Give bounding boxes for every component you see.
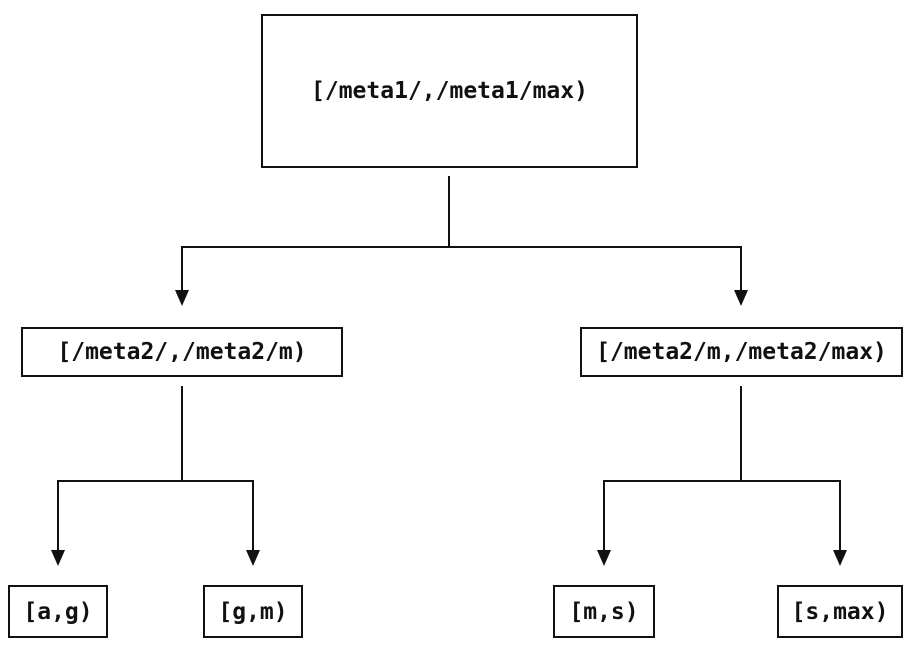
node-meta2-left-range: [/meta2/,/meta2/m) — [21, 327, 343, 377]
arrow-down-icon — [246, 550, 260, 566]
connector-level1-left-drop — [181, 246, 183, 290]
arrow-down-icon — [597, 550, 611, 566]
node-label: [/meta1/,/meta1/max) — [311, 78, 588, 104]
node-root-meta1-range: [/meta1/,/meta1/max) — [261, 14, 638, 168]
node-label: [m,s) — [569, 598, 639, 625]
node-leaf-a-g: [a,g) — [8, 585, 108, 638]
node-label: [g,m) — [218, 598, 288, 625]
connector-leaf-a-g-drop — [57, 480, 59, 550]
connector-meta2-right-stem — [740, 386, 742, 482]
node-label: [/meta2/,/meta2/m) — [57, 339, 307, 365]
node-label: [a,g) — [23, 598, 93, 625]
connector-right-crossbar — [603, 480, 841, 482]
node-leaf-s-max: [s,max) — [777, 585, 903, 638]
connector-meta2-left-stem — [181, 386, 183, 482]
node-label: [s,max) — [791, 598, 889, 625]
node-label: [/meta2/m,/meta2/max) — [596, 339, 887, 365]
connector-leaf-m-s-drop — [603, 480, 605, 550]
node-meta2-right-range: [/meta2/m,/meta2/max) — [580, 327, 903, 377]
arrow-down-icon — [51, 550, 65, 566]
connector-left-crossbar — [57, 480, 254, 482]
connector-root-stem — [448, 176, 450, 248]
arrow-down-icon — [734, 290, 748, 306]
arrow-down-icon — [175, 290, 189, 306]
node-leaf-m-s: [m,s) — [553, 585, 655, 638]
connector-level1-right-drop — [740, 246, 742, 290]
connector-level1-crossbar — [181, 246, 742, 248]
node-leaf-g-m: [g,m) — [203, 585, 303, 638]
connector-leaf-s-max-drop — [839, 480, 841, 550]
connector-leaf-g-m-drop — [252, 480, 254, 550]
arrow-down-icon — [833, 550, 847, 566]
